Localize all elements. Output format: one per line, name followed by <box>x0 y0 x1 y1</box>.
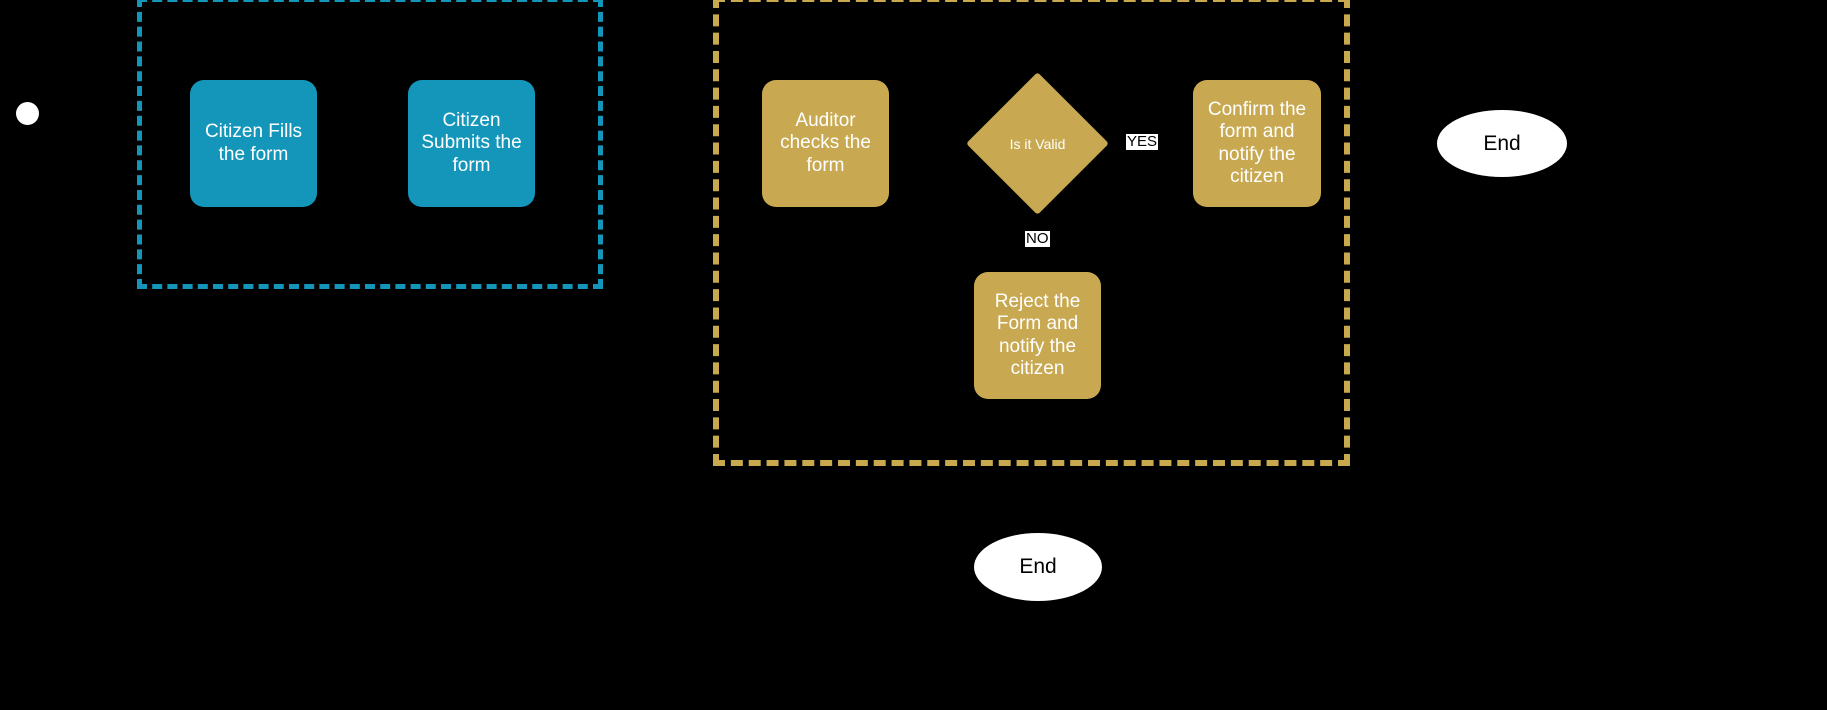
edge-label-yes: YES <box>1126 133 1159 150</box>
start-node[interactable] <box>16 102 39 125</box>
node-confirm-form[interactable]: Confirm the form and notify the citizen <box>1193 80 1321 207</box>
end-node-right[interactable]: End <box>1437 110 1567 177</box>
node-reject-form[interactable]: Reject the Form and notify the citizen <box>974 272 1101 399</box>
edge-label-no: NO <box>1025 230 1050 247</box>
decision-is-it-valid[interactable]: Is it Valid <box>966 72 1109 215</box>
node-citizen-fills-form[interactable]: Citizen Fills the form <box>190 80 317 207</box>
node-auditor-checks-form[interactable]: Auditor checks the form <box>762 80 889 207</box>
decision-label: Is it Valid <box>1009 135 1066 152</box>
auditor-lane[interactable] <box>713 0 1350 466</box>
node-citizen-submits-form[interactable]: Citizen Submits the form <box>408 80 535 207</box>
end-node-bottom[interactable]: End <box>974 533 1102 601</box>
citizen-lane[interactable] <box>137 0 603 289</box>
